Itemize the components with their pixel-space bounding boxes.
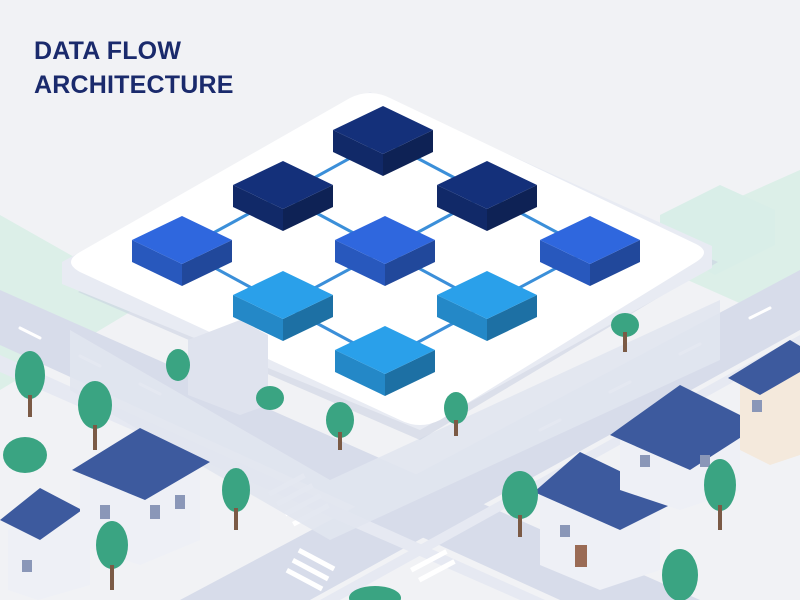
tree <box>166 349 190 381</box>
title-line-2: ARCHITECTURE <box>34 71 234 99</box>
node-block-mid <box>335 216 435 286</box>
page-title: DATA FLOW ARCHITECTURE <box>34 34 234 102</box>
network-nodes <box>132 106 640 396</box>
house-left <box>0 488 90 600</box>
tree <box>96 521 128 590</box>
node-block-light <box>233 271 333 341</box>
tree <box>222 468 250 530</box>
node-block-mid <box>540 216 640 286</box>
tree <box>662 549 698 600</box>
tree <box>326 402 354 450</box>
tree <box>15 351 45 417</box>
tree <box>256 386 284 410</box>
tree <box>78 381 112 450</box>
node-block-mid <box>132 216 232 286</box>
node-block-dark <box>333 106 433 176</box>
tree <box>704 459 736 530</box>
tree <box>3 437 47 473</box>
tree <box>444 392 468 436</box>
node-block-dark <box>233 161 333 231</box>
tree <box>611 313 639 352</box>
tree <box>349 586 401 600</box>
house-beige <box>728 340 800 465</box>
trees <box>3 313 736 600</box>
house-right <box>534 452 680 590</box>
tree <box>502 471 538 537</box>
node-block-dark <box>437 161 537 231</box>
node-block-light <box>335 326 435 396</box>
crosswalk-bottom <box>285 547 456 592</box>
title-line-1: DATA FLOW <box>34 37 182 65</box>
node-block-light <box>437 271 537 341</box>
house-under-platform <box>188 320 268 415</box>
